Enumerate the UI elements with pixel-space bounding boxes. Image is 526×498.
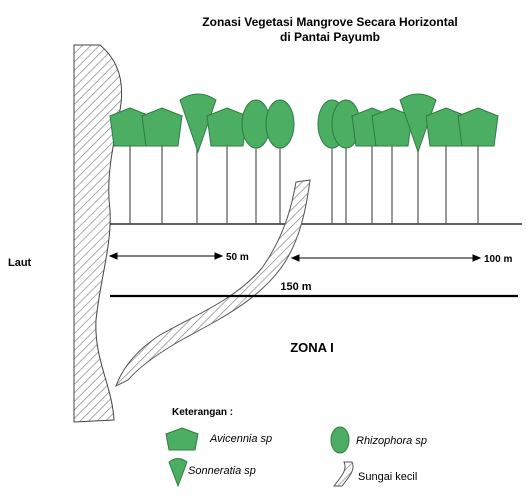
diagram-title-line2: di Pantai Payumb (280, 30, 380, 44)
sonneratia-legend-icon (169, 459, 187, 487)
legend-sonneratia-label: Sonneratia sp (188, 465, 256, 477)
avicennia-canopy (142, 108, 182, 146)
distance-label-100m: 100 m (484, 254, 512, 265)
zone-label: ZONA I (290, 340, 334, 355)
legend-heading: Keterangan : (172, 407, 233, 418)
river-legend-icon (334, 462, 353, 486)
shoreline (74, 45, 122, 422)
distance-label-150m: 150 m (280, 281, 311, 293)
avicennia-canopy (458, 108, 498, 146)
distance-arrow-left (110, 253, 222, 259)
legend-avicennia-label: Avicennia sp (209, 433, 272, 445)
diagram-title-line1: Zonasi Vegetasi Mangrove Secara Horizont… (202, 15, 457, 29)
tree-canopies (110, 94, 498, 152)
legend-rhizophora-label: Rhizophora sp (356, 435, 427, 447)
legend-river-label: Sungai kecil (358, 471, 417, 483)
distance-arrow-right (292, 255, 480, 261)
rhizophora-legend-icon (331, 427, 349, 453)
distance-label-50m: 50 m (226, 252, 249, 263)
avicennia-canopy (207, 108, 247, 146)
avicennia-legend-icon (166, 428, 198, 450)
sea-label: Laut (8, 257, 32, 269)
rhizophora-canopy (266, 100, 294, 148)
